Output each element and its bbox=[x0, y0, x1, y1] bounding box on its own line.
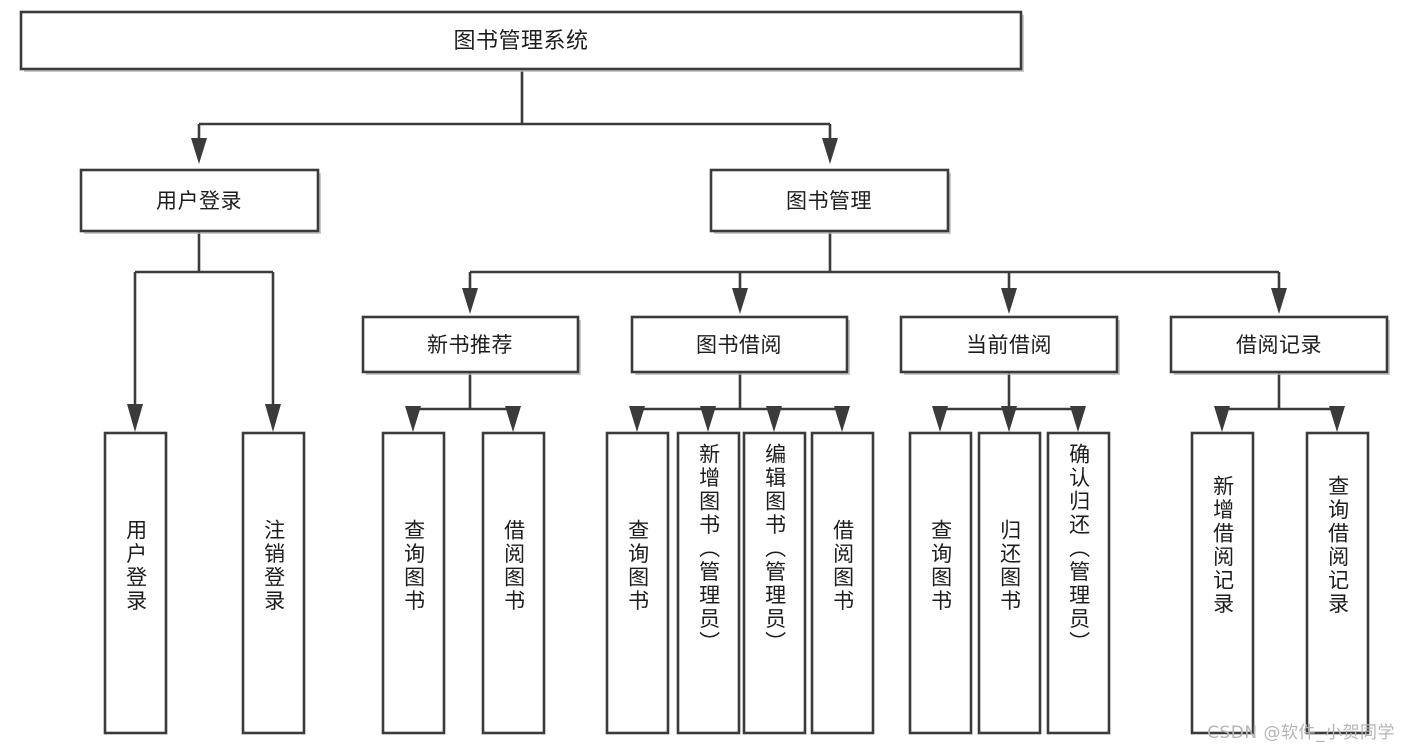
arrow-head-leaf-book-borrow-2 bbox=[700, 406, 716, 432]
leaf-box-current-borrow-1[interactable] bbox=[908, 431, 973, 735]
node-new-book-recommend-label: 新书推荐 bbox=[427, 333, 513, 357]
arrow-head-leaf-new-book-1 bbox=[405, 406, 421, 432]
node-book-manage[interactable]: 图书管理 bbox=[709, 168, 951, 234]
connector-group-root bbox=[191, 71, 838, 164]
node-new-book-recommend[interactable]: 新书推荐 bbox=[361, 315, 581, 375]
arrow-head-leaf-book-borrow-1 bbox=[629, 406, 645, 432]
node-root-system-box[interactable] bbox=[19, 10, 1023, 71]
arrow-head-leaf-user-login-1 bbox=[127, 404, 143, 432]
connector-group-book-manage bbox=[462, 232, 1287, 314]
leaf-box-book-borrow-1[interactable] bbox=[605, 431, 670, 735]
arrow-head-book-borrow bbox=[732, 288, 748, 314]
node-root-system[interactable]: 图书管理系统 bbox=[19, 10, 1024, 72]
leaf-box-book-borrow-2[interactable] bbox=[676, 431, 741, 735]
leaf-box-current-borrow-2[interactable] bbox=[977, 431, 1042, 735]
arrow-head-leaf-borrow-record-2 bbox=[1329, 406, 1345, 432]
leaf-box-borrow-record-1[interactable] bbox=[1190, 431, 1255, 735]
node-user-login-box[interactable] bbox=[79, 168, 320, 233]
node-book-borrow[interactable]: 图书借阅 bbox=[630, 315, 850, 375]
node-current-borrow-box[interactable] bbox=[899, 315, 1119, 374]
connector-group-borrow-record bbox=[1214, 373, 1345, 432]
connector-group-user-login bbox=[127, 232, 281, 432]
arrow-head-leaf-borrow-record-1 bbox=[1214, 406, 1230, 432]
arrow-head-new-book bbox=[462, 288, 478, 314]
arrow-head-current-borrow bbox=[1001, 288, 1017, 314]
leaf-box-user-login-2[interactable] bbox=[241, 431, 306, 735]
node-current-borrow-label: 当前借阅 bbox=[966, 333, 1052, 357]
node-new-book-recommend-box[interactable] bbox=[361, 315, 580, 374]
leaf-box-borrow-record-2[interactable] bbox=[1305, 431, 1370, 735]
node-book-borrow-label: 图书借阅 bbox=[696, 333, 782, 357]
leaf-box-current-borrow-3[interactable] bbox=[1046, 431, 1111, 735]
node-user-login-label: 用户登录 bbox=[156, 189, 242, 213]
leaf-box-user-login-1[interactable] bbox=[103, 431, 168, 735]
arrow-head-leaf-user-login-2 bbox=[265, 404, 281, 432]
node-current-borrow[interactable]: 当前借阅 bbox=[899, 315, 1120, 375]
connector-group-current-borrow bbox=[932, 373, 1086, 432]
arrow-head-leaf-current-borrow-3 bbox=[1070, 406, 1086, 432]
csdn-watermark: CSDN @软件_小贺同学 bbox=[1207, 723, 1395, 743]
arrow-head-leaf-current-borrow-1 bbox=[932, 406, 948, 432]
node-root-system-label: 图书管理系统 bbox=[453, 29, 588, 54]
node-borrow-record-box[interactable] bbox=[1169, 315, 1389, 374]
arrow-head-book-manage bbox=[822, 138, 838, 164]
node-borrow-record-label: 借阅记录 bbox=[1236, 333, 1322, 357]
leaf-box-new-book-1[interactable] bbox=[381, 431, 446, 735]
leaf-box-book-borrow-4[interactable] bbox=[810, 431, 875, 735]
arrow-head-borrow-record bbox=[1271, 288, 1287, 314]
leaf-box-book-borrow-3[interactable] bbox=[742, 431, 807, 735]
leaf-box-new-book-2[interactable] bbox=[481, 431, 546, 735]
arrow-head-leaf-new-book-2 bbox=[505, 406, 521, 432]
node-borrow-record[interactable]: 借阅记录 bbox=[1169, 315, 1390, 375]
node-book-manage-box[interactable] bbox=[709, 168, 950, 233]
node-book-manage-label: 图书管理 bbox=[786, 189, 872, 213]
arrow-head-leaf-book-borrow-4 bbox=[834, 406, 850, 432]
arrow-head-user-login bbox=[191, 138, 207, 164]
arrow-head-leaf-book-borrow-3 bbox=[766, 406, 782, 432]
connector-group-book-borrow bbox=[629, 373, 850, 432]
connector-group-new-book bbox=[405, 373, 521, 432]
arrow-head-leaf-current-borrow-2 bbox=[1001, 406, 1017, 432]
node-user-login[interactable]: 用户登录 bbox=[79, 168, 321, 234]
node-book-borrow-box[interactable] bbox=[630, 315, 849, 374]
